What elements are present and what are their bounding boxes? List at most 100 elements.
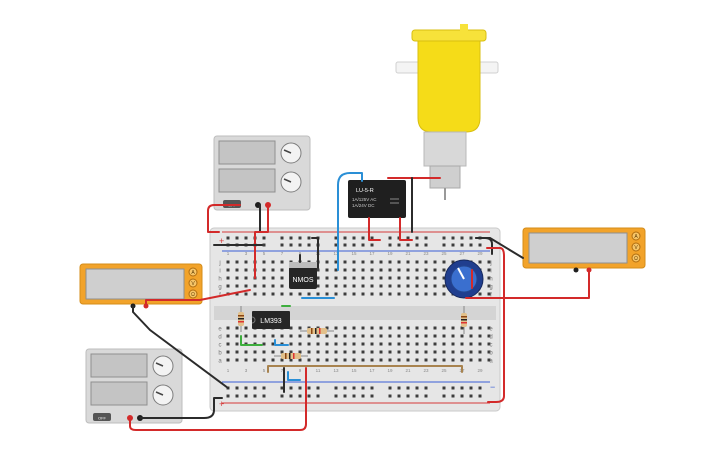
breadboard-hole[interactable]	[379, 350, 383, 354]
breadboard-hole[interactable]	[244, 236, 248, 240]
breadboard-hole[interactable]	[343, 334, 347, 338]
breadboard-hole[interactable]	[424, 394, 428, 398]
resistor-horizontal-lower[interactable]	[274, 353, 308, 359]
breadboard-hole[interactable]	[415, 284, 419, 288]
breadboard-hole[interactable]	[334, 260, 338, 264]
breadboard-hole[interactable]	[343, 276, 347, 280]
breadboard-hole[interactable]	[469, 358, 473, 362]
breadboard-hole[interactable]	[235, 350, 239, 354]
mode-a-button[interactable]	[188, 267, 198, 277]
breadboard-hole[interactable]	[478, 350, 482, 354]
breadboard-hole[interactable]	[316, 334, 320, 338]
breadboard-hole[interactable]	[487, 334, 491, 338]
breadboard-hole[interactable]	[397, 342, 401, 346]
breadboard-hole[interactable]	[334, 326, 338, 330]
breadboard-hole[interactable]	[253, 394, 257, 398]
breadboard-hole[interactable]	[442, 350, 446, 354]
breadboard-hole[interactable]	[343, 260, 347, 264]
breadboard-hole[interactable]	[289, 243, 293, 247]
breadboard-hole[interactable]	[397, 284, 401, 288]
breadboard-hole[interactable]	[352, 292, 356, 296]
breadboard-hole[interactable]	[469, 342, 473, 346]
breadboard-hole[interactable]	[325, 326, 329, 330]
breadboard-hole[interactable]	[460, 243, 464, 247]
breadboard-hole[interactable]	[226, 394, 230, 398]
breadboard-hole[interactable]	[478, 243, 482, 247]
breadboard-hole[interactable]	[289, 358, 293, 362]
breadboard-hole[interactable]	[334, 276, 338, 280]
breadboard-hole[interactable]	[316, 276, 320, 280]
breadboard-hole[interactable]	[262, 276, 266, 280]
breadboard-hole[interactable]	[388, 394, 392, 398]
breadboard-hole[interactable]	[406, 243, 410, 247]
relay[interactable]: LU-5-R 1A/125V AC 1A/24V DC	[348, 180, 406, 218]
breadboard-hole[interactable]	[397, 292, 401, 296]
breadboard-hole[interactable]	[442, 292, 446, 296]
breadboard-hole[interactable]	[388, 268, 392, 272]
breadboard-hole[interactable]	[244, 276, 248, 280]
breadboard-hole[interactable]	[325, 342, 329, 346]
breadboard-hole[interactable]	[262, 260, 266, 264]
breadboard-hole[interactable]	[424, 236, 428, 240]
breadboard-hole[interactable]	[235, 236, 239, 240]
breadboard-hole[interactable]	[316, 342, 320, 346]
breadboard-hole[interactable]	[325, 268, 329, 272]
breadboard-hole[interactable]	[379, 334, 383, 338]
breadboard-hole[interactable]	[388, 350, 392, 354]
breadboard-hole[interactable]	[334, 334, 338, 338]
breadboard-hole[interactable]	[397, 350, 401, 354]
breadboard-hole[interactable]	[298, 243, 302, 247]
breadboard-hole[interactable]	[343, 268, 347, 272]
breadboard-hole[interactable]	[298, 358, 302, 362]
breadboard-hole[interactable]	[487, 268, 491, 272]
breadboard-hole[interactable]	[379, 342, 383, 346]
breadboard-hole[interactable]	[280, 276, 284, 280]
breadboard-hole[interactable]	[334, 268, 338, 272]
breadboard-hole[interactable]	[343, 292, 347, 296]
breadboard-hole[interactable]	[226, 358, 230, 362]
breadboard-hole[interactable]	[352, 260, 356, 264]
breadboard-hole[interactable]	[487, 292, 491, 296]
breadboard-hole[interactable]	[406, 326, 410, 330]
resistor-horizontal-upper[interactable]	[300, 328, 334, 334]
breadboard-hole[interactable]	[388, 236, 392, 240]
breadboard-hole[interactable]	[379, 268, 383, 272]
breadboard-hole[interactable]	[424, 276, 428, 280]
breadboard-hole[interactable]	[361, 342, 365, 346]
breadboard-hole[interactable]	[433, 358, 437, 362]
breadboard-hole[interactable]	[442, 243, 446, 247]
breadboard-hole[interactable]	[325, 334, 329, 338]
breadboard-hole[interactable]	[424, 284, 428, 288]
power-supply-top[interactable]: OFF	[213, 135, 311, 211]
breadboard-hole[interactable]	[415, 394, 419, 398]
breadboard-hole[interactable]	[487, 284, 491, 288]
com-probe-terminal[interactable]	[573, 267, 579, 273]
breadboard-hole[interactable]	[271, 342, 275, 346]
breadboard-hole[interactable]	[352, 326, 356, 330]
breadboard-hole[interactable]	[352, 342, 356, 346]
breadboard-hole[interactable]	[307, 358, 311, 362]
breadboard-hole[interactable]	[415, 292, 419, 296]
breadboard-hole[interactable]	[379, 292, 383, 296]
breadboard-hole[interactable]	[415, 243, 419, 247]
breadboard-hole[interactable]	[361, 350, 365, 354]
breadboard-hole[interactable]	[289, 292, 293, 296]
breadboard-hole[interactable]	[244, 394, 248, 398]
breadboard-hole[interactable]	[469, 386, 473, 390]
breadboard-hole[interactable]	[244, 268, 248, 272]
breadboard-hole[interactable]	[370, 268, 374, 272]
breadboard-hole[interactable]	[334, 358, 338, 362]
breadboard-hole[interactable]	[325, 350, 329, 354]
breadboard-hole[interactable]	[388, 342, 392, 346]
breadboard-hole[interactable]	[226, 260, 230, 264]
breadboard-hole[interactable]	[433, 342, 437, 346]
breadboard-hole[interactable]	[460, 386, 464, 390]
breadboard-hole[interactable]	[262, 243, 266, 247]
breadboard-hole[interactable]	[343, 342, 347, 346]
breadboard-hole[interactable]	[289, 236, 293, 240]
breadboard-hole[interactable]	[478, 394, 482, 398]
breadboard-hole[interactable]	[370, 284, 374, 288]
breadboard-hole[interactable]	[451, 342, 455, 346]
breadboard-hole[interactable]	[235, 326, 239, 330]
power-switch[interactable]	[93, 413, 111, 421]
